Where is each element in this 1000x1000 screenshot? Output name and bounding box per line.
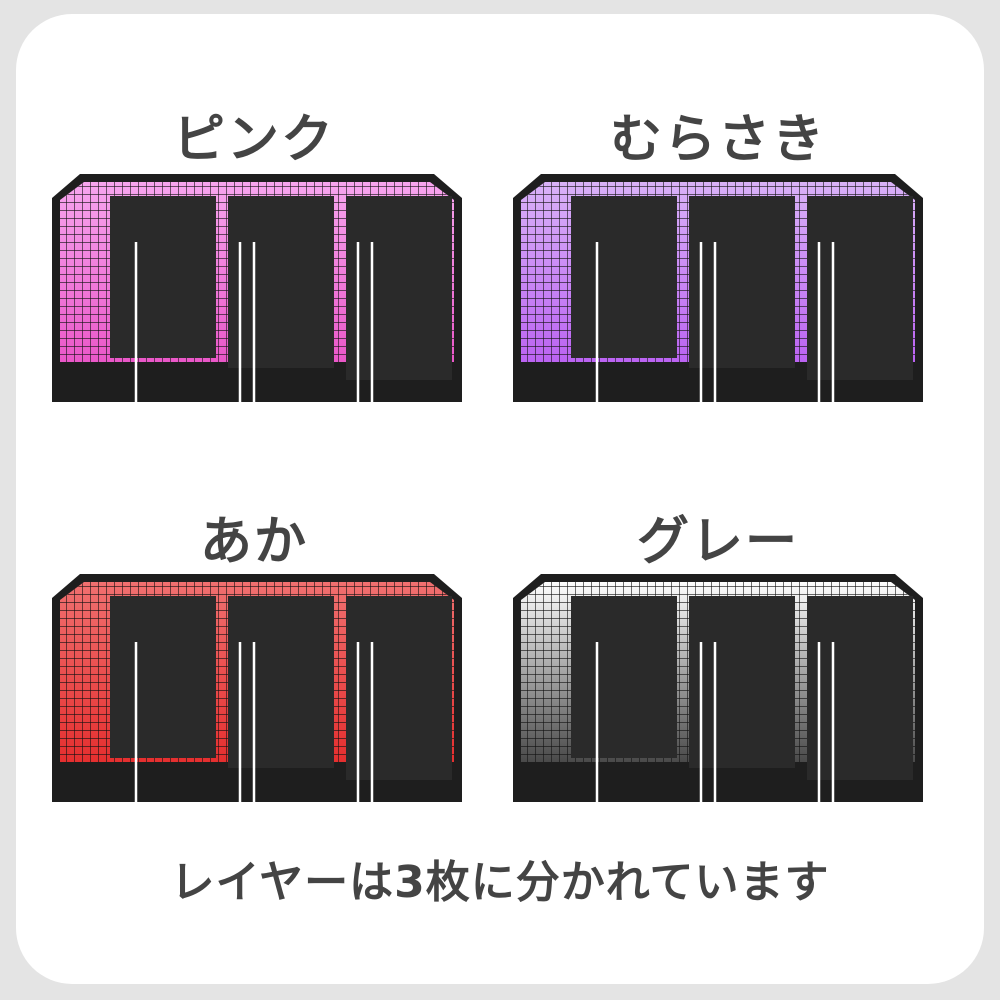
caption-text: レイヤーは3枚に分かれています [170, 857, 830, 908]
layer-card [807, 596, 913, 780]
layer-outline [370, 642, 478, 830]
layer-card [807, 196, 913, 380]
layer-outline [713, 642, 821, 818]
layer-outline [134, 242, 242, 408]
layer-card [346, 196, 452, 380]
layer-card [346, 596, 452, 780]
layer-card [110, 196, 216, 358]
layer-outline [831, 242, 939, 430]
frame-graphic [513, 174, 939, 430]
frame-preview-red [50, 570, 550, 850]
layer-card [689, 196, 795, 368]
layer-outline [134, 642, 242, 808]
variant-title: あか [199, 512, 308, 572]
variant-title: むらさき [609, 110, 826, 170]
variant-title: ピンク [172, 110, 335, 170]
layer-outline [595, 242, 703, 408]
frame-preview-gray [511, 570, 1000, 850]
frame-graphic [52, 574, 478, 830]
layer-outline [713, 242, 821, 418]
frame-graphic [513, 574, 939, 830]
layer-card [571, 596, 677, 758]
variant-title: グレー [636, 512, 799, 572]
layer-card [110, 596, 216, 758]
layer-card [571, 196, 677, 358]
layer-outline [252, 242, 360, 418]
layer-card [228, 596, 334, 768]
layer-outline [370, 242, 478, 430]
frame-graphic [52, 174, 478, 430]
layer-card [689, 596, 795, 768]
frame-preview-pink [50, 170, 550, 450]
layer-outline [595, 642, 703, 808]
layer-card [228, 196, 334, 368]
frame-preview-purple [511, 170, 1000, 450]
layer-outline [831, 642, 939, 830]
layer-outline [252, 642, 360, 818]
